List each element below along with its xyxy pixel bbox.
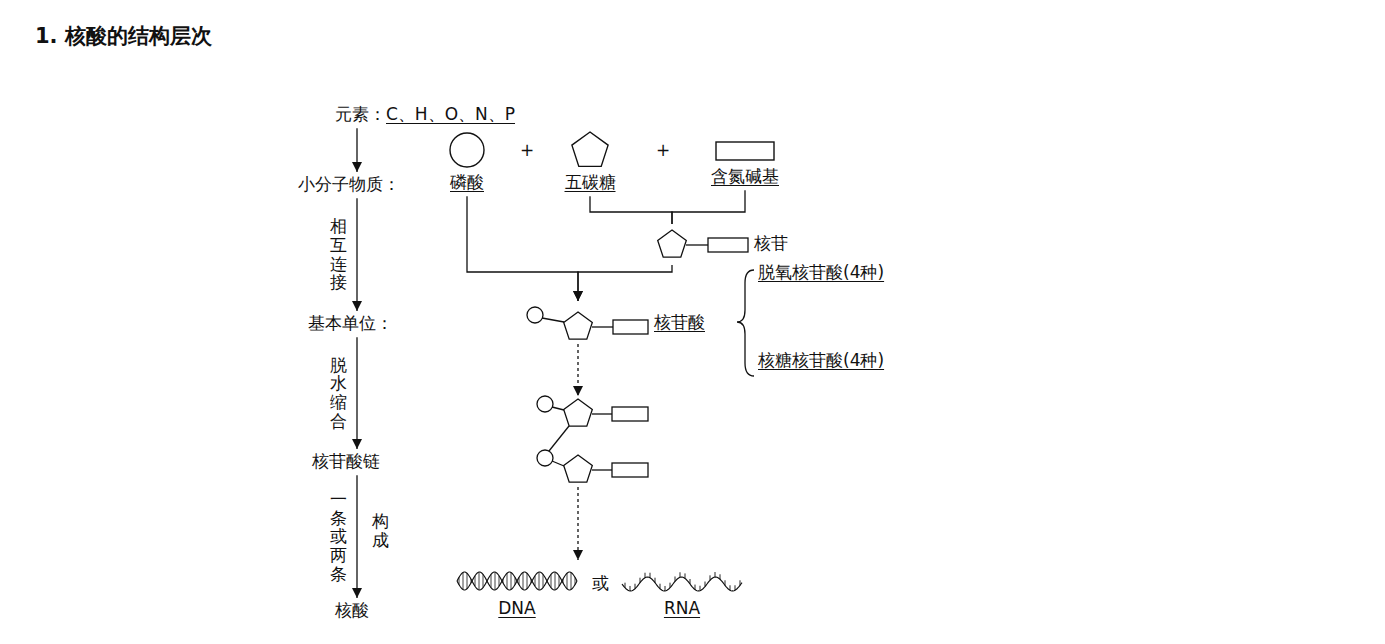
node-figure <box>714 138 776 164</box>
flow-arrow <box>672 190 745 224</box>
base-rect <box>716 142 774 160</box>
nucleotide-figure <box>527 307 648 339</box>
flow-arrow <box>578 265 672 301</box>
node-figure <box>650 226 750 262</box>
type-label: 脱氧核苷酸(4种) <box>758 262 884 283</box>
curly-bracket <box>737 270 754 376</box>
node-text: 元素： <box>335 104 386 125</box>
arrow-note: 相互连接 <box>330 217 347 292</box>
flow-arrow <box>356 337 357 449</box>
level-label: 基本单位： <box>308 313 393 334</box>
nucleoside-figure <box>658 230 748 257</box>
node-text: 基本单位： <box>308 313 393 333</box>
plus-sign: + <box>520 140 534 161</box>
node-text: 脱氧核苷酸(4种) <box>758 262 884 282</box>
flow-arrow <box>590 196 672 224</box>
flow-arrow <box>356 128 357 172</box>
nucleotide-node: 核苷酸 <box>525 303 705 343</box>
node-text: 核苷酸链 <box>312 451 380 471</box>
dna-node: DNA <box>455 566 579 619</box>
node-text: 磷酸 <box>450 172 484 193</box>
node-text: 小分子物质： <box>298 174 400 194</box>
node-text: 含氮碱基 <box>711 166 779 187</box>
connective-word: 或 <box>592 573 609 594</box>
node-figure <box>455 566 579 596</box>
rna-node: RNA <box>620 566 744 619</box>
node-text: 核苷 <box>754 233 788 254</box>
base-node: 含氮碱基 <box>711 138 779 187</box>
level-label: 核苷酸链 <box>312 451 380 472</box>
level-label: 小分子物质： <box>298 174 400 195</box>
arrow-note: 脱水缩合 <box>330 356 347 431</box>
plus-sign: + <box>656 140 670 161</box>
nucleotide-chain <box>537 344 648 560</box>
sugar-node: 五碳糖 <box>565 130 616 193</box>
nucleoside-node: 核苷 <box>650 226 788 262</box>
arrow-note: 构成 <box>372 512 389 549</box>
arrow-note: 一条或两条 <box>330 490 347 583</box>
node-text: RNA <box>664 598 700 619</box>
phosphate-node: 磷酸 <box>447 130 487 193</box>
node-text: 核糖核苷酸(4种) <box>758 350 884 370</box>
node-text: C、H、O、N、P <box>386 104 515 125</box>
node-text: DNA <box>498 598 535 619</box>
node-text: 五碳糖 <box>565 172 616 193</box>
rna-strand <box>622 572 742 591</box>
sugar-pentagon <box>572 132 608 166</box>
node-text: 核酸 <box>335 600 369 620</box>
node-text: 核苷酸 <box>654 312 705 333</box>
element-row: 元素：C、H、O、N、P <box>335 104 515 125</box>
diagram-title: 1. 核酸的结构层次 <box>35 22 212 50</box>
flow-arrow <box>467 196 578 301</box>
flow-arrow <box>356 198 357 311</box>
phosphate-circle <box>450 133 484 167</box>
node-figure <box>568 130 612 170</box>
type-label: 核糖核苷酸(4种) <box>758 350 884 371</box>
node-figure <box>447 130 487 170</box>
node-figure <box>525 303 650 343</box>
dna-helix <box>457 572 577 590</box>
level-label: 核酸 <box>335 600 369 621</box>
flow-arrow <box>356 475 357 598</box>
node-figure <box>620 566 744 596</box>
